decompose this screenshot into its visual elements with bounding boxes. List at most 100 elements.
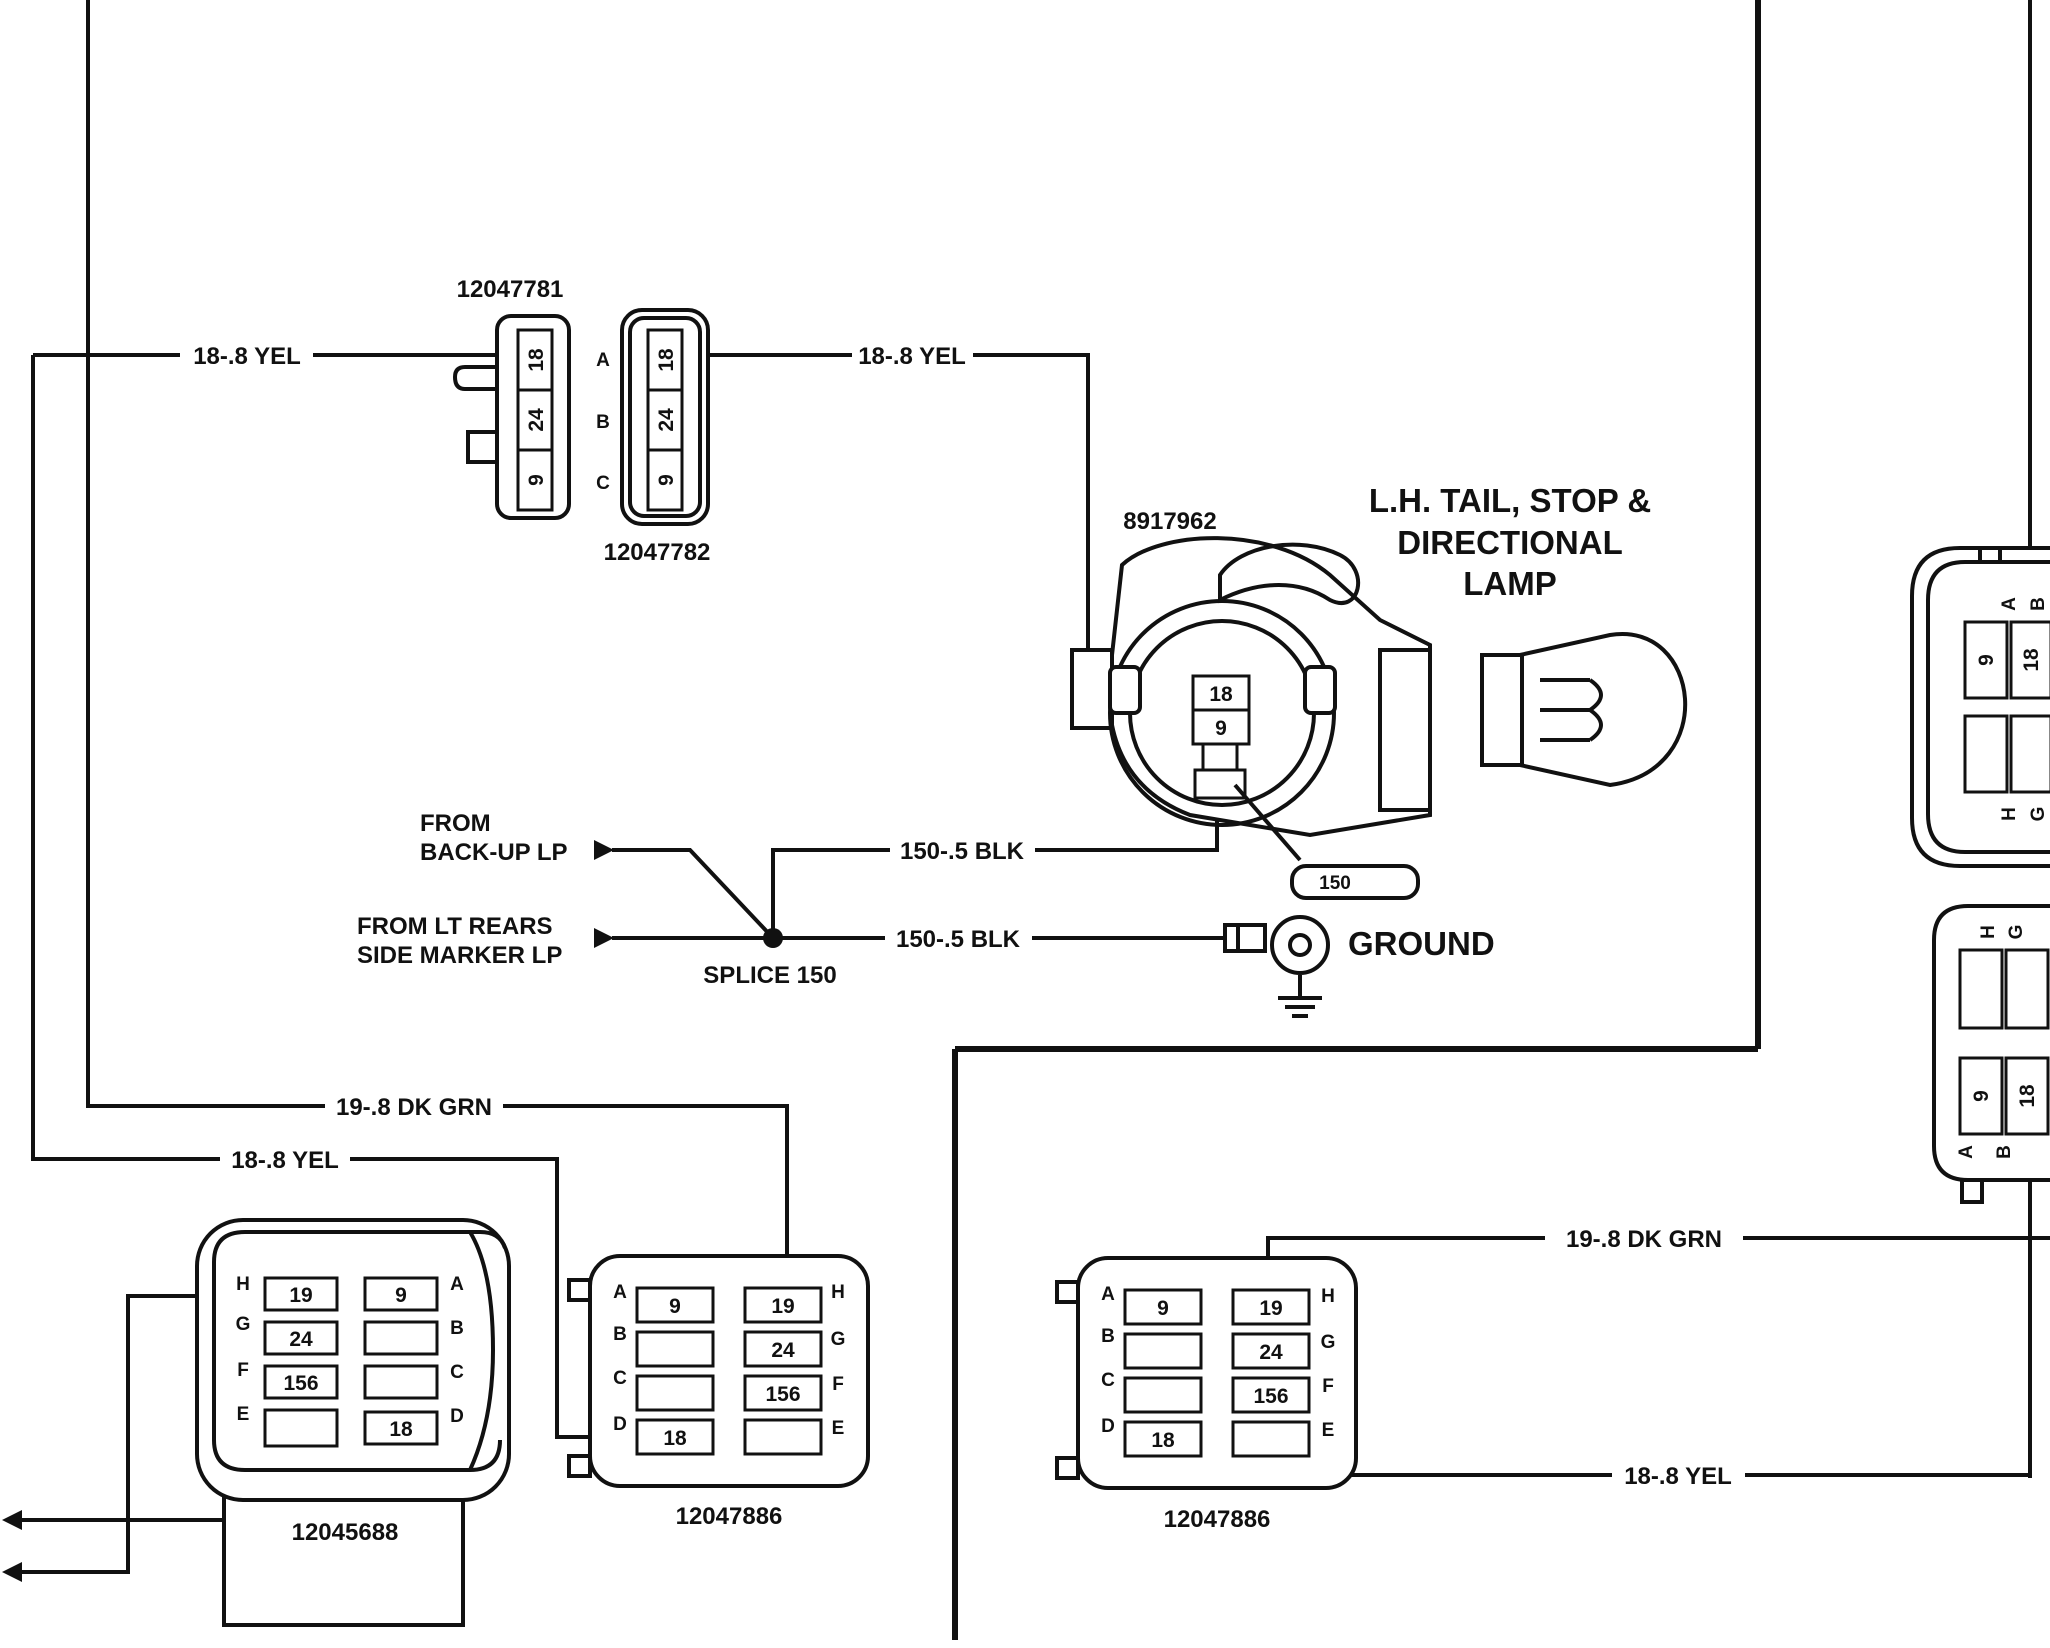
c5-pin-f: F	[1322, 1376, 1334, 1397]
c3-pin-d: D	[450, 1406, 464, 1427]
lamp-title-line2: DIRECTIONAL	[1397, 524, 1623, 561]
c1-part-number: 12047781	[457, 276, 564, 303]
ground-label: GROUND	[1348, 925, 1495, 962]
c4-right-cell-1: 19	[771, 1295, 794, 1318]
from-backup-line1: FROM	[420, 810, 491, 837]
lamp-title-line3: LAMP	[1463, 565, 1557, 602]
wire-label-yel-top-right: 18-.8 YEL	[858, 343, 966, 370]
c3-right-cell-4: 18	[389, 1418, 413, 1441]
rl-cell-9: 9	[1970, 1090, 1993, 1102]
c5-left-cell-4: 18	[1151, 1429, 1175, 1452]
c4-left-cell-1: 9	[669, 1295, 681, 1318]
splice-dot	[763, 928, 783, 948]
splice-label: SPLICE 150	[703, 962, 836, 989]
c4-left-cell-4: 18	[663, 1427, 687, 1450]
c3-pin-b: B	[450, 1318, 464, 1339]
lamp-cell-18: 18	[1209, 683, 1233, 706]
c3-pin-a: A	[450, 1274, 464, 1295]
c4-pin-f: F	[832, 1374, 844, 1395]
c5-pin-e: E	[1322, 1420, 1335, 1441]
ru-pin-g: G	[2028, 807, 2049, 822]
ground-lug-icon	[1223, 915, 1330, 975]
wire-label-dkgrn-left: 19-.8 DK GRN	[336, 1094, 492, 1121]
from-lt-rears-line1: FROM LT REARS	[357, 913, 553, 940]
c2-pin-b: B	[596, 412, 610, 433]
c4-pin-c: C	[613, 1368, 627, 1389]
connector-12047782: 18 24 9 A B C 12047782	[596, 308, 711, 566]
c3-part-number: 12045688	[292, 1519, 399, 1546]
connector-12047886-right: 9 18 19 24 156 A B C D H G F E 12047886	[1055, 1256, 1358, 1533]
c5-left-cell-1: 9	[1157, 1297, 1169, 1320]
c3-pin-f: F	[237, 1360, 249, 1381]
wire-label-yel-right: 18-.8 YEL	[1624, 1463, 1732, 1490]
connector-12045688: 19 24 156 9 18 H G F E A B C D 12045688	[195, 1218, 511, 1546]
rl-pin-a: A	[1956, 1145, 1977, 1159]
c3-pin-e: E	[237, 1404, 250, 1425]
c2-part-number: 12047782	[604, 539, 711, 566]
section-borders	[952, 0, 2032, 1640]
c5-pin-b: B	[1101, 1326, 1115, 1347]
connector-12047886-left: 9 18 19 24 156 A B C D H G F E 12047886	[567, 1254, 870, 1530]
lamp-tag: 150	[1319, 873, 1351, 894]
c3-pin-h: H	[236, 1274, 250, 1295]
arrow-right-icon	[594, 928, 614, 948]
c4-right-cell-3: 156	[765, 1383, 800, 1406]
c4-right-cell-2: 24	[771, 1339, 795, 1362]
c5-right-cell-2: 24	[1259, 1341, 1283, 1364]
from-backup-line2: BACK-UP LP	[420, 839, 568, 866]
wire-label-yel-left: 18-.8 YEL	[231, 1147, 339, 1174]
ru-pin-b: B	[2028, 597, 2049, 611]
wire-label-blk-lower: 150-.5 BLK	[896, 926, 1021, 953]
c3-pin-g: G	[236, 1314, 251, 1335]
arrow-left-icon	[2, 1510, 22, 1530]
c4-pin-a: A	[613, 1282, 627, 1303]
arrow-icons	[2, 840, 614, 1582]
c1-cell-3: 9	[525, 474, 548, 486]
c3-left-cell-1: 19	[289, 1284, 312, 1307]
c5-pin-d: D	[1101, 1416, 1115, 1437]
c3-right-cell-1: 9	[395, 1284, 407, 1307]
wire-label-blk-upper: 150-.5 BLK	[900, 838, 1025, 865]
c2-pin-a: A	[596, 350, 610, 371]
c3-pin-c: C	[450, 1362, 464, 1383]
ru-pin-a: A	[1999, 597, 2020, 611]
ru-cell-9: 9	[1975, 654, 1998, 666]
c2-cell-2: 24	[655, 408, 678, 432]
c2-pin-c: C	[596, 473, 610, 494]
lamp-title-line1: L.H. TAIL, STOP &	[1369, 482, 1651, 519]
c5-pin-a: A	[1101, 1284, 1115, 1305]
c2-cell-3: 9	[655, 474, 678, 486]
c5-part-number: 12047886	[1164, 1506, 1271, 1533]
c5-right-cell-3: 156	[1253, 1385, 1288, 1408]
connector-right-upper: 9 18 A B H G	[1910, 546, 2050, 868]
bulb-icon	[1480, 631, 1688, 788]
rl-pin-g: G	[2006, 925, 2027, 940]
c3-left-cell-3: 156	[283, 1372, 318, 1395]
ru-cell-18: 18	[2020, 648, 2043, 672]
c5-right-cell-1: 19	[1259, 1297, 1282, 1320]
c3-left-cell-2: 24	[289, 1328, 313, 1351]
c5-pin-c: C	[1101, 1370, 1115, 1391]
wire-label-dkgrn-right: 19-.8 DK GRN	[1566, 1226, 1722, 1253]
c5-pin-g: G	[1321, 1332, 1336, 1353]
connector-right-lower: 9 18 H G A B	[1932, 904, 2050, 1204]
c4-pin-b: B	[613, 1324, 627, 1345]
c4-pin-g: G	[831, 1329, 846, 1350]
from-lt-rears-line2: SIDE MARKER LP	[357, 942, 562, 969]
lamp-socket: 18 9 150 8917962	[1070, 508, 1432, 900]
c4-pin-h: H	[831, 1282, 845, 1303]
connector-12047781: 18 24 9 12047781	[452, 276, 571, 520]
rl-cell-18: 18	[2016, 1084, 2039, 1108]
c4-pin-e: E	[832, 1418, 845, 1439]
ru-pin-h: H	[1999, 807, 2020, 821]
arrow-right-icon	[594, 840, 614, 860]
c4-pin-d: D	[613, 1414, 627, 1435]
rl-pin-h: H	[1978, 925, 1999, 939]
c4-part-number: 12047886	[676, 1503, 783, 1530]
wire-labels: 18-.8 YEL 18-.8 YEL 150-.5 BLK 150-.5 BL…	[193, 343, 1732, 1490]
lamp-part-number: 8917962	[1123, 508, 1216, 535]
c5-pin-h: H	[1321, 1286, 1335, 1307]
c1-cell-2: 24	[525, 408, 548, 432]
lamp-cell-9: 9	[1215, 717, 1227, 740]
